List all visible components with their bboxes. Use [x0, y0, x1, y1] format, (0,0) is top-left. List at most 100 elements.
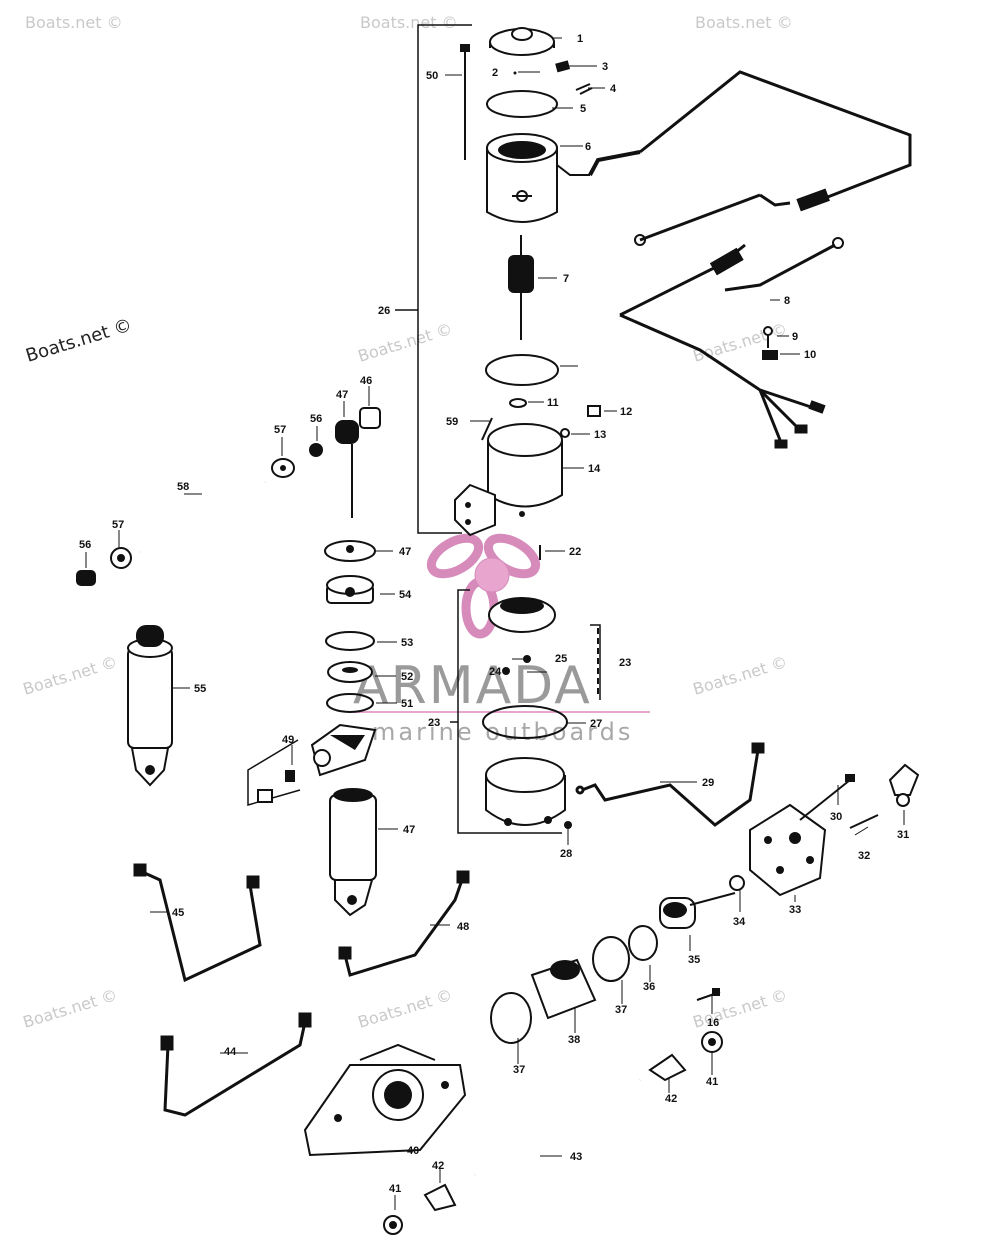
o-ring — [486, 90, 558, 118]
callout-label: 36 — [643, 981, 655, 993]
watermark-text: Boats.net © — [360, 13, 458, 32]
callout-label: 54 — [399, 589, 412, 601]
callout-label: 24 — [489, 666, 502, 678]
o-ring — [592, 936, 630, 982]
clamp — [762, 350, 778, 360]
watermark-text: Boats.net © — [356, 319, 455, 366]
tilt-cylinder — [127, 625, 173, 787]
trim-cylinder — [329, 788, 377, 917]
callout-label: 57 — [112, 519, 124, 531]
callout-label: 56 — [79, 539, 91, 551]
callout-label: 2 — [492, 67, 498, 79]
callout-label: 30 — [830, 811, 842, 823]
callout-label: 59 — [446, 416, 458, 428]
washer — [271, 458, 295, 478]
callout-label: 29 — [702, 777, 714, 789]
valve-body — [749, 803, 827, 897]
callout-label: 32 — [858, 850, 870, 862]
watermark-text: Boats.net © — [21, 652, 120, 699]
brand-tagline: marine outboards — [372, 718, 633, 746]
callout-label: 23 — [428, 717, 440, 729]
callout-label: 22 — [569, 546, 581, 558]
o-ring — [482, 705, 568, 739]
watermark-text: Boats.net © — [691, 985, 790, 1032]
callout-label: 13 — [594, 429, 606, 441]
o-ring — [729, 875, 745, 891]
mounting-bracket — [303, 1043, 467, 1157]
callout-label: 14 — [588, 463, 601, 475]
callout-label: 51 — [401, 698, 413, 710]
callout-label: 55 — [194, 683, 206, 695]
callout-label: 16 — [707, 1017, 719, 1029]
callout-label: 50 — [426, 70, 438, 82]
brush-clip — [513, 60, 593, 95]
shaft — [474, 1078, 641, 1177]
callout-label: 11 — [547, 397, 559, 409]
callout-label: 37 — [513, 1064, 525, 1076]
o-ring — [628, 925, 658, 961]
o-ring — [325, 631, 375, 651]
pivot-pin — [139, 480, 266, 554]
drain-plug — [564, 821, 572, 829]
armature — [508, 235, 534, 340]
callout-label: 10 — [804, 349, 816, 361]
callout-label: 40 — [407, 1145, 419, 1157]
callout-label: 37 — [615, 1004, 627, 1016]
callout-label: 45 — [172, 907, 184, 919]
hydraulic-line — [575, 742, 765, 827]
watermark-text: Boats.net © — [356, 985, 455, 1032]
callout-label: 23 — [619, 657, 631, 669]
nut — [383, 1031, 723, 1235]
callout-label: 5 — [580, 103, 586, 115]
callout-label: 6 — [585, 141, 591, 153]
o-ring — [485, 354, 559, 386]
callout-label: 58 — [177, 481, 189, 493]
callout-label: 41 — [706, 1076, 718, 1088]
callout-label: 27 — [590, 718, 602, 730]
motor-frame — [486, 133, 590, 223]
callout-label: 47 — [336, 389, 348, 401]
hydraulic-line — [338, 870, 470, 977]
callout-label: 28 — [560, 848, 572, 860]
callout-label: 41 — [389, 1183, 401, 1195]
watermark-text: Boats.net © — [691, 652, 790, 699]
watermark-text: Boats.net © — [695, 13, 793, 32]
callout-label: 9 — [792, 331, 798, 343]
armada-logo: ARMADA marine outboards — [353, 533, 650, 746]
piston — [326, 575, 374, 604]
nut — [76, 547, 132, 586]
hydraulic-line — [133, 863, 262, 983]
o-ring — [490, 992, 532, 1044]
callout-label: 31 — [897, 829, 909, 841]
callout-label: 49 — [282, 734, 294, 746]
callout-label: 25 — [555, 653, 567, 665]
bushing — [309, 407, 381, 518]
watermarks: Boats.net © Boats.net © Boats.net © Boat… — [21, 13, 793, 1032]
pump-cover — [488, 597, 556, 633]
grease-fitting — [696, 988, 721, 1001]
callout-label: 12 — [620, 406, 632, 418]
piston-ring — [327, 661, 373, 683]
manifold-block — [310, 723, 377, 777]
callout-label: 43 — [570, 1151, 582, 1163]
pump-end-housing — [454, 423, 563, 537]
hydraulic-line — [160, 1012, 312, 1117]
callout-label: 3 — [602, 61, 608, 73]
piston-rod-end — [659, 892, 736, 929]
bushing — [423, 1053, 687, 1212]
callout-label: 38 — [568, 1034, 580, 1046]
callout-numbers: 1 2 3 4 5 6 7 8 9 10 11 12 13 14 16 22 2… — [79, 33, 909, 1195]
assembly-brackets — [247, 24, 601, 834]
brand-name: ARMADA — [353, 656, 592, 716]
motor-end-cap — [489, 27, 555, 56]
callout-label: 46 — [360, 375, 372, 387]
leader-lines — [85, 37, 905, 1210]
o-ring — [326, 693, 374, 713]
piston-cap — [324, 540, 376, 562]
screw — [763, 326, 773, 348]
callout-label: 53 — [401, 637, 413, 649]
callout-label: 34 — [733, 916, 746, 928]
washer — [509, 398, 527, 408]
callout-label: 4 — [610, 83, 617, 95]
